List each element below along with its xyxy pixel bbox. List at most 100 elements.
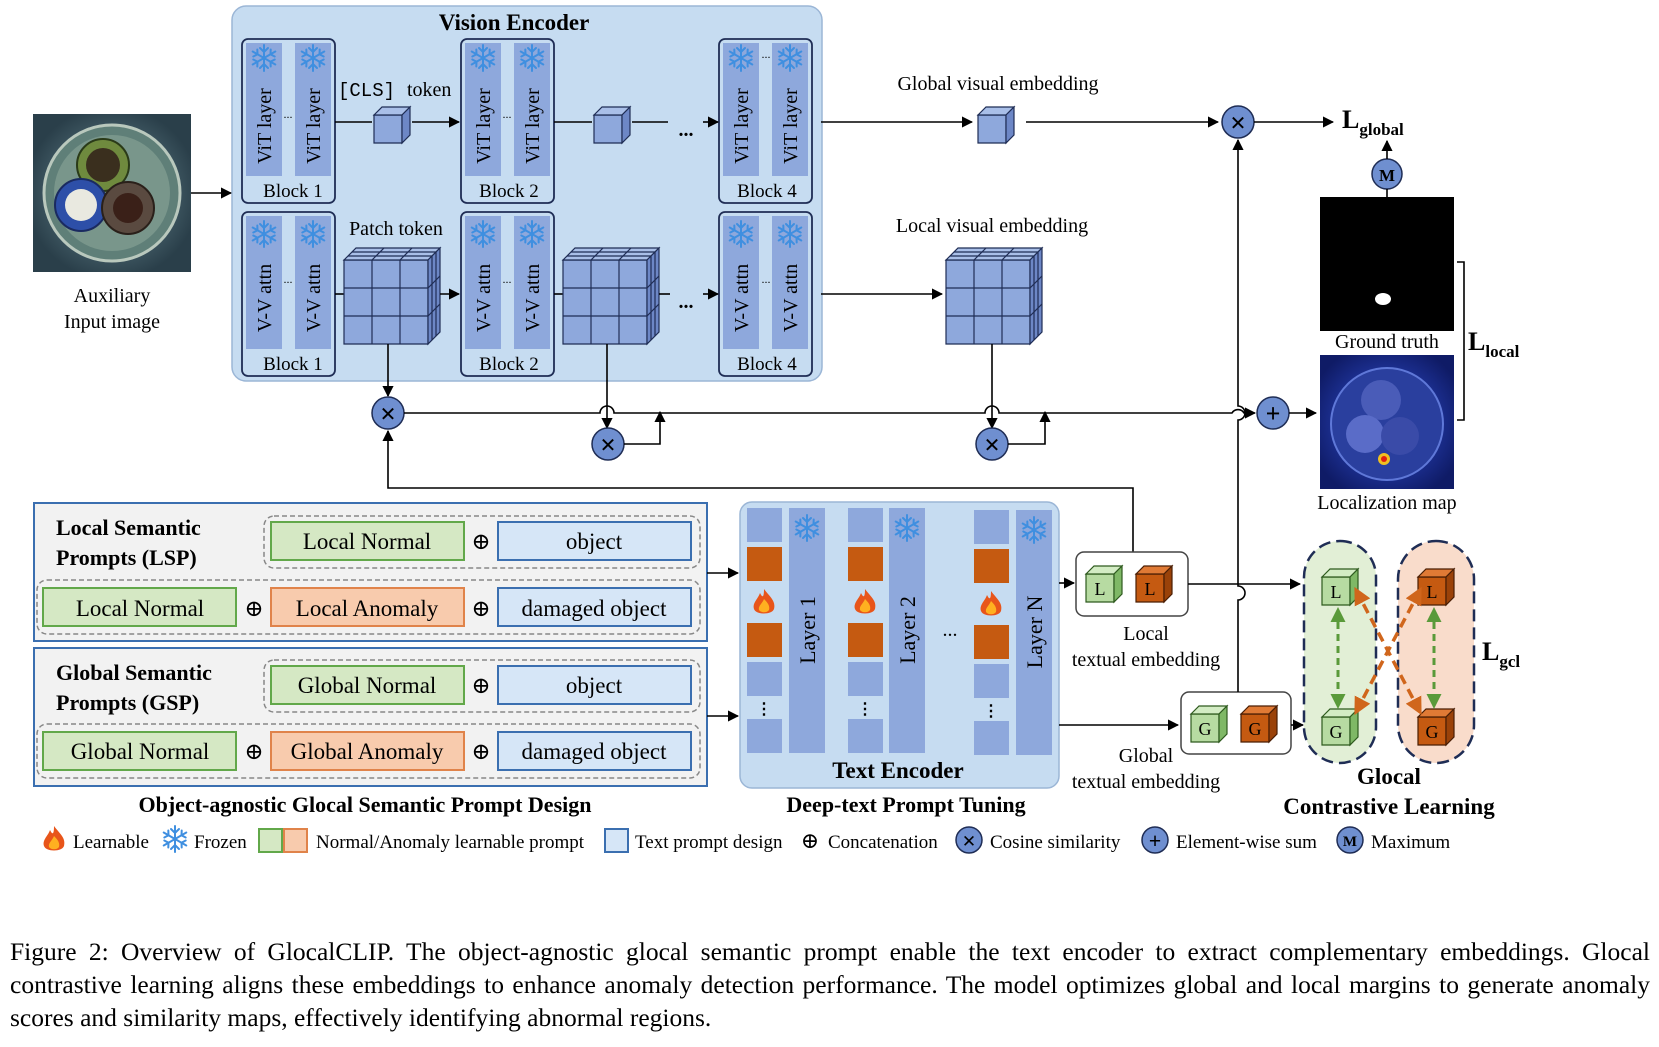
vv-attn-label: V-V attn bbox=[731, 264, 753, 332]
gsp-object: object bbox=[566, 673, 623, 698]
lsp-local-normal-2: Local Normal bbox=[76, 596, 204, 621]
vit-layer-label: ViT layer bbox=[254, 88, 276, 164]
gsp-global-anomaly: Global Anomaly bbox=[291, 739, 444, 764]
input-label-line2: Input image bbox=[64, 311, 160, 333]
small-ellipsis: ... bbox=[284, 107, 293, 121]
concat-symbol: ⊕ bbox=[471, 739, 490, 764]
concat-icon: ⊕ bbox=[801, 828, 819, 853]
legend: Learnable Frozen Normal/Anomaly learnabl… bbox=[43, 825, 1450, 854]
lsp-local-anomaly: Local Anomaly bbox=[296, 596, 439, 621]
concat-symbol: ⊕ bbox=[471, 673, 490, 698]
sum-icon: + bbox=[1141, 826, 1169, 854]
svg-text:✕: ✕ bbox=[380, 404, 397, 426]
svg-text:L: L bbox=[1145, 579, 1156, 599]
ellipsis: ... bbox=[679, 119, 694, 141]
normal-prompt-swatch bbox=[258, 828, 283, 853]
local-textual-label-2: textual embedding bbox=[1072, 649, 1220, 671]
svg-text:✕: ✕ bbox=[600, 435, 617, 457]
text-encoder-tokens: ⋮ ⋮ ⋮ bbox=[747, 508, 1009, 755]
cosine-icon: ✕ bbox=[955, 826, 983, 854]
concat-symbol: ⊕ bbox=[244, 739, 263, 764]
loss-global: Lglobal bbox=[1342, 105, 1404, 139]
vv-block-2: V-V attn V-V attn ... Block 2 bbox=[460, 211, 555, 377]
snowflake-icon bbox=[162, 825, 188, 853]
max-op: M bbox=[1371, 158, 1403, 190]
text-layer-2: Layer 2 bbox=[889, 508, 925, 753]
text-layer-1: Layer 1 bbox=[789, 508, 825, 753]
vit-layer-label: ViT layer bbox=[522, 88, 544, 164]
glocal-normal-global-token: G bbox=[1330, 722, 1343, 742]
prompt-design-title: Object-agnostic Glocal Semantic Prompt D… bbox=[139, 792, 592, 817]
svg-text:M: M bbox=[1343, 834, 1357, 850]
max-icon: M bbox=[1336, 826, 1364, 854]
vv-attn-label: V-V attn bbox=[522, 264, 544, 332]
svg-text:G: G bbox=[1249, 719, 1262, 739]
input-label-line1: Auxiliary bbox=[74, 285, 151, 307]
cosine-op-2: ✕ bbox=[591, 427, 625, 461]
ground-truth-image bbox=[1320, 197, 1454, 331]
text-encoder-title: Text Encoder bbox=[832, 758, 963, 783]
glocal-title-line2: Contrastive Learning bbox=[1283, 794, 1495, 819]
lsp-object: object bbox=[566, 529, 623, 554]
cls-token-cube bbox=[373, 106, 411, 144]
cls-token-suffix: token bbox=[407, 79, 451, 101]
legend-learnable: Learnable bbox=[73, 832, 149, 853]
vv-attn-label: V-V attn bbox=[780, 264, 802, 332]
legend-sum: Element-wise sum bbox=[1176, 832, 1317, 853]
concat-symbol: ⊕ bbox=[471, 596, 490, 621]
gsp-global-normal-2: Global Normal bbox=[71, 739, 210, 764]
glocal-anomaly-global-token: G bbox=[1426, 722, 1439, 742]
loss-gcl: Lgcl bbox=[1482, 637, 1520, 671]
vv-attn-label: V-V attn bbox=[303, 264, 325, 332]
legend-prompt: Normal/Anomaly learnable prompt bbox=[316, 832, 585, 853]
glocal-normal-local-token: L bbox=[1331, 582, 1342, 602]
global-visual-cube bbox=[977, 106, 1015, 144]
sum-op: + bbox=[1256, 396, 1290, 430]
small-ellipsis: ... bbox=[284, 272, 293, 286]
gsp-damaged-object: damaged object bbox=[522, 739, 668, 764]
deep-text-prompt-title: Deep-text Prompt Tuning bbox=[786, 792, 1025, 817]
cosine-op-3: ✕ bbox=[975, 427, 1009, 461]
global-textual-label-1: Global bbox=[1119, 745, 1174, 767]
svg-text:⋮: ⋮ bbox=[983, 703, 999, 720]
lsp-title-line2: Prompts (LSP) bbox=[56, 545, 197, 570]
vit-block-1: ViT layer ViT layer ... Block 1 bbox=[241, 38, 336, 204]
text-layer-n: Layer N bbox=[1016, 510, 1052, 755]
local-textual-label-1: Local bbox=[1123, 623, 1169, 645]
svg-text:Layer N: Layer N bbox=[1022, 596, 1047, 669]
vv-block-4: V-V attn V-V attn ... Block 4 bbox=[718, 211, 813, 377]
block-label: Block 1 bbox=[263, 354, 323, 375]
auxiliary-input-image bbox=[33, 114, 191, 272]
ground-truth-label: Ground truth bbox=[1335, 331, 1439, 353]
vit-layer-label: ViT layer bbox=[731, 88, 753, 164]
figure-caption: Figure 2: Overview of GlocalCLIP. The ob… bbox=[10, 937, 1650, 1032]
global-textual-label-2: textual embedding bbox=[1072, 771, 1220, 793]
localization-map-label: Localization map bbox=[1317, 492, 1456, 514]
legend-max: Maximum bbox=[1371, 832, 1450, 853]
fire-icon bbox=[43, 826, 65, 851]
gsp-global-normal: Global Normal bbox=[298, 673, 437, 698]
cosine-op-1: ✕ bbox=[371, 396, 405, 430]
svg-text:Layer 2: Layer 2 bbox=[895, 596, 920, 664]
vision-encoder-title: Vision Encoder bbox=[439, 10, 590, 35]
glocal-title-line1: Glocal bbox=[1357, 764, 1421, 789]
local-visual-grid bbox=[945, 247, 1043, 345]
legend-cosine: Cosine similarity bbox=[990, 832, 1121, 853]
small-ellipsis: ... bbox=[503, 272, 512, 286]
cosine-op-global: ✕ bbox=[1221, 105, 1255, 139]
legend-concat: Concatenation bbox=[828, 832, 938, 853]
vv-block-1: V-V attn V-V attn ... Block 1 bbox=[241, 211, 336, 377]
concat-symbol: ⊕ bbox=[471, 529, 490, 554]
patch-token-grid bbox=[562, 247, 660, 345]
svg-text:✕: ✕ bbox=[984, 435, 1001, 457]
vit-layer-label: ViT layer bbox=[780, 88, 802, 164]
svg-text:✕: ✕ bbox=[1230, 113, 1247, 135]
small-ellipsis: ... bbox=[503, 107, 512, 121]
localization-map-image bbox=[1320, 355, 1454, 489]
lsp-title-line1: Local Semantic bbox=[56, 515, 201, 540]
small-ellipsis: ... bbox=[762, 272, 771, 286]
block-label: Block 2 bbox=[479, 181, 539, 202]
cls-token-label: [CLS] bbox=[338, 80, 395, 102]
anomaly-prompt-swatch bbox=[283, 828, 308, 853]
glocal-anomaly-local-token: L bbox=[1427, 582, 1438, 602]
